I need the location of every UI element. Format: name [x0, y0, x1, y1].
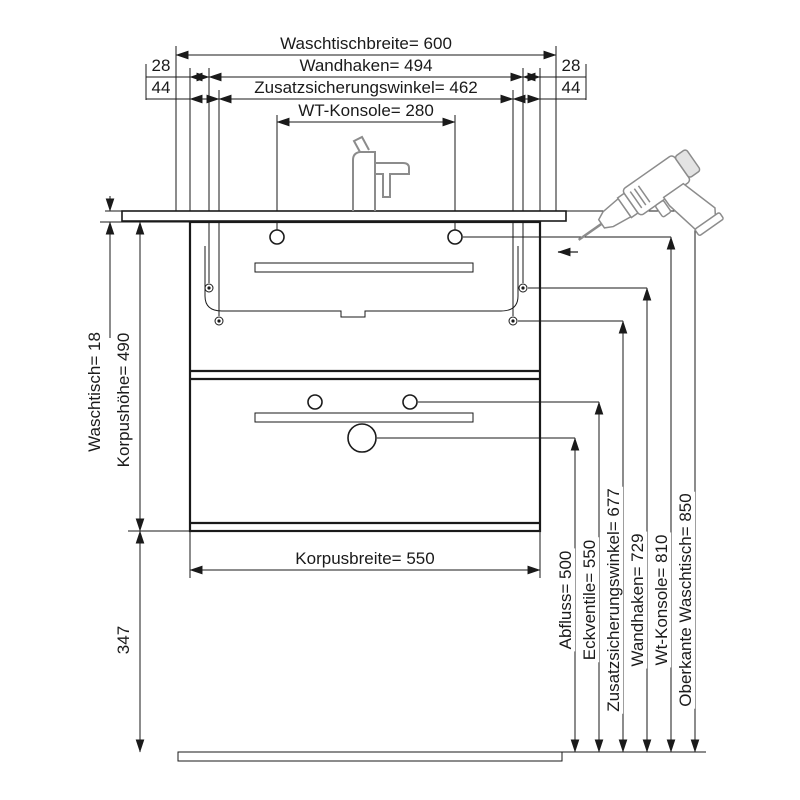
- top-drawer: [204, 229, 528, 326]
- dim-eckventile-label: Eckventile= 550: [580, 537, 600, 663]
- wall-hook-points: [204, 283, 528, 293]
- dim-bodenabstand-label: 347: [114, 623, 134, 657]
- dim-korpusbreite-label: Korpusbreite= 550: [293, 549, 437, 569]
- cabinet: [188, 220, 542, 533]
- dim-waschtischbreite-label: Waschtischbreite= 600: [278, 34, 454, 54]
- drain-outlet: [347, 423, 377, 453]
- left-dimension-lines: [105, 196, 145, 753]
- dim-offset-28-right-label: 28: [559, 56, 583, 76]
- dim-abfluss-label: Abfluss= 500: [556, 548, 576, 652]
- dim-wt-konsole-top-label: WT-Konsole= 280: [296, 101, 436, 121]
- dim-offset-44-left-label: 44: [149, 78, 173, 98]
- drill-icon: [577, 149, 724, 241]
- top-dimension-lines: [146, 50, 586, 127]
- dim-offset-28-left-label: 28: [149, 56, 173, 76]
- dim-waschtisch-label: Waschtisch= 18: [85, 330, 105, 454]
- countertop: [121, 210, 567, 222]
- dim-oberkante-label: Oberkante Waschtisch= 850: [676, 491, 696, 709]
- faucet-icon: [352, 135, 410, 211]
- corner-valve-right: [402, 394, 418, 410]
- dim-wt-konsole-right-label: Wt-Konsole= 810: [652, 532, 672, 668]
- dim-zusatzwinkel-top-label: Zusatzsicherungswinkel= 462: [252, 78, 480, 98]
- dim-offset-44-right-label: 44: [559, 78, 583, 98]
- corner-valve-left: [307, 394, 323, 410]
- right-dimension-lines: [570, 210, 700, 753]
- dim-wandhaken-right-label: Wandhaken= 729: [628, 531, 648, 669]
- bottom-drawer: [254, 394, 474, 453]
- safety-bracket-points: [214, 316, 518, 326]
- dim-zusatzwinkel-right-label: Zusatzsicherungswinkel= 677: [604, 486, 624, 714]
- dim-korpushoehe-label: Korpushöhe= 490: [114, 330, 134, 470]
- console-bolt-right: [447, 229, 463, 245]
- dim-wandhaken-top-label: Wandhaken= 494: [297, 56, 435, 76]
- console-bolt-left: [269, 229, 285, 245]
- floor-line: [177, 751, 563, 762]
